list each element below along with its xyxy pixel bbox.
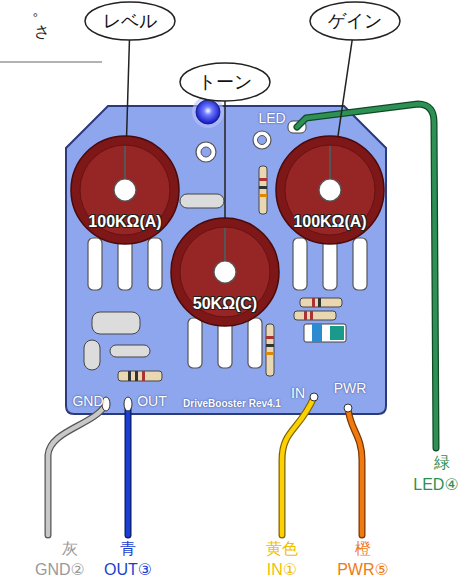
callout-bubble: トーン [179, 62, 271, 102]
wire-color: 青 [120, 540, 136, 558]
wire-signal: LED④ [413, 476, 458, 494]
mount-hole [258, 136, 267, 145]
potentiometer: 100KΩ(A) [70, 135, 180, 245]
wire-color: 黄色 [266, 540, 298, 558]
potentiometer: 50KΩ(C) [170, 217, 280, 327]
pot-value: 100KΩ(A) [293, 213, 366, 231]
pot-value: 50KΩ(C) [193, 295, 257, 313]
board-name: DriveBooster Rev4.1 [183, 398, 281, 410]
resistor-symbol [294, 311, 336, 320]
pad-label: IN [291, 385, 305, 401]
mount-ring [196, 142, 216, 162]
capacitor-symbol [110, 345, 150, 357]
callout-bubble: レベル [84, 1, 176, 41]
pad-label: PWR [334, 380, 367, 396]
cut-text: さ [34, 23, 50, 41]
callout-bubble: ゲイン [309, 1, 401, 41]
leader-line [224, 101, 226, 218]
wire-signal: OUT③ [104, 561, 152, 579]
pad-label: OUT [137, 393, 167, 409]
resistor-symbol [118, 371, 162, 381]
callout-text: ゲイン [328, 11, 382, 32]
wire-signal: GND② [35, 561, 85, 579]
rule-line [0, 62, 102, 63]
capacitor-symbol [84, 340, 100, 370]
wire-color: 緑 [434, 454, 450, 472]
led [196, 100, 220, 124]
resistor-symbol [266, 324, 274, 376]
wires [48, 104, 436, 535]
callout-text: トーン [198, 72, 252, 93]
callout-text: レベル [103, 11, 157, 32]
capacitor-symbol [180, 194, 224, 208]
resistor-symbol [300, 298, 342, 307]
mount-ring [253, 131, 271, 149]
cut-text: 。 [32, 1, 48, 19]
wire-color: 灰 [62, 540, 78, 558]
pad-label: GND [72, 393, 103, 409]
capacitor-symbol [92, 312, 140, 334]
wire-signal: PWR⑤ [337, 561, 389, 579]
pot-value: 100KΩ(A) [88, 213, 161, 231]
wire-color: 橙 [355, 540, 371, 558]
wire-signal: IN① [267, 561, 297, 579]
mount-hole [201, 147, 211, 157]
diode-symbol [304, 324, 346, 342]
pad-label: LED [258, 110, 285, 126]
circuit-board: 100KΩ(A) 100KΩ(A) 50KΩ(C) LED GND OUT IN PWR Dri… [63, 100, 389, 418]
potentiometer: 100KΩ(A) [275, 135, 385, 245]
resistor-symbol [259, 166, 267, 214]
